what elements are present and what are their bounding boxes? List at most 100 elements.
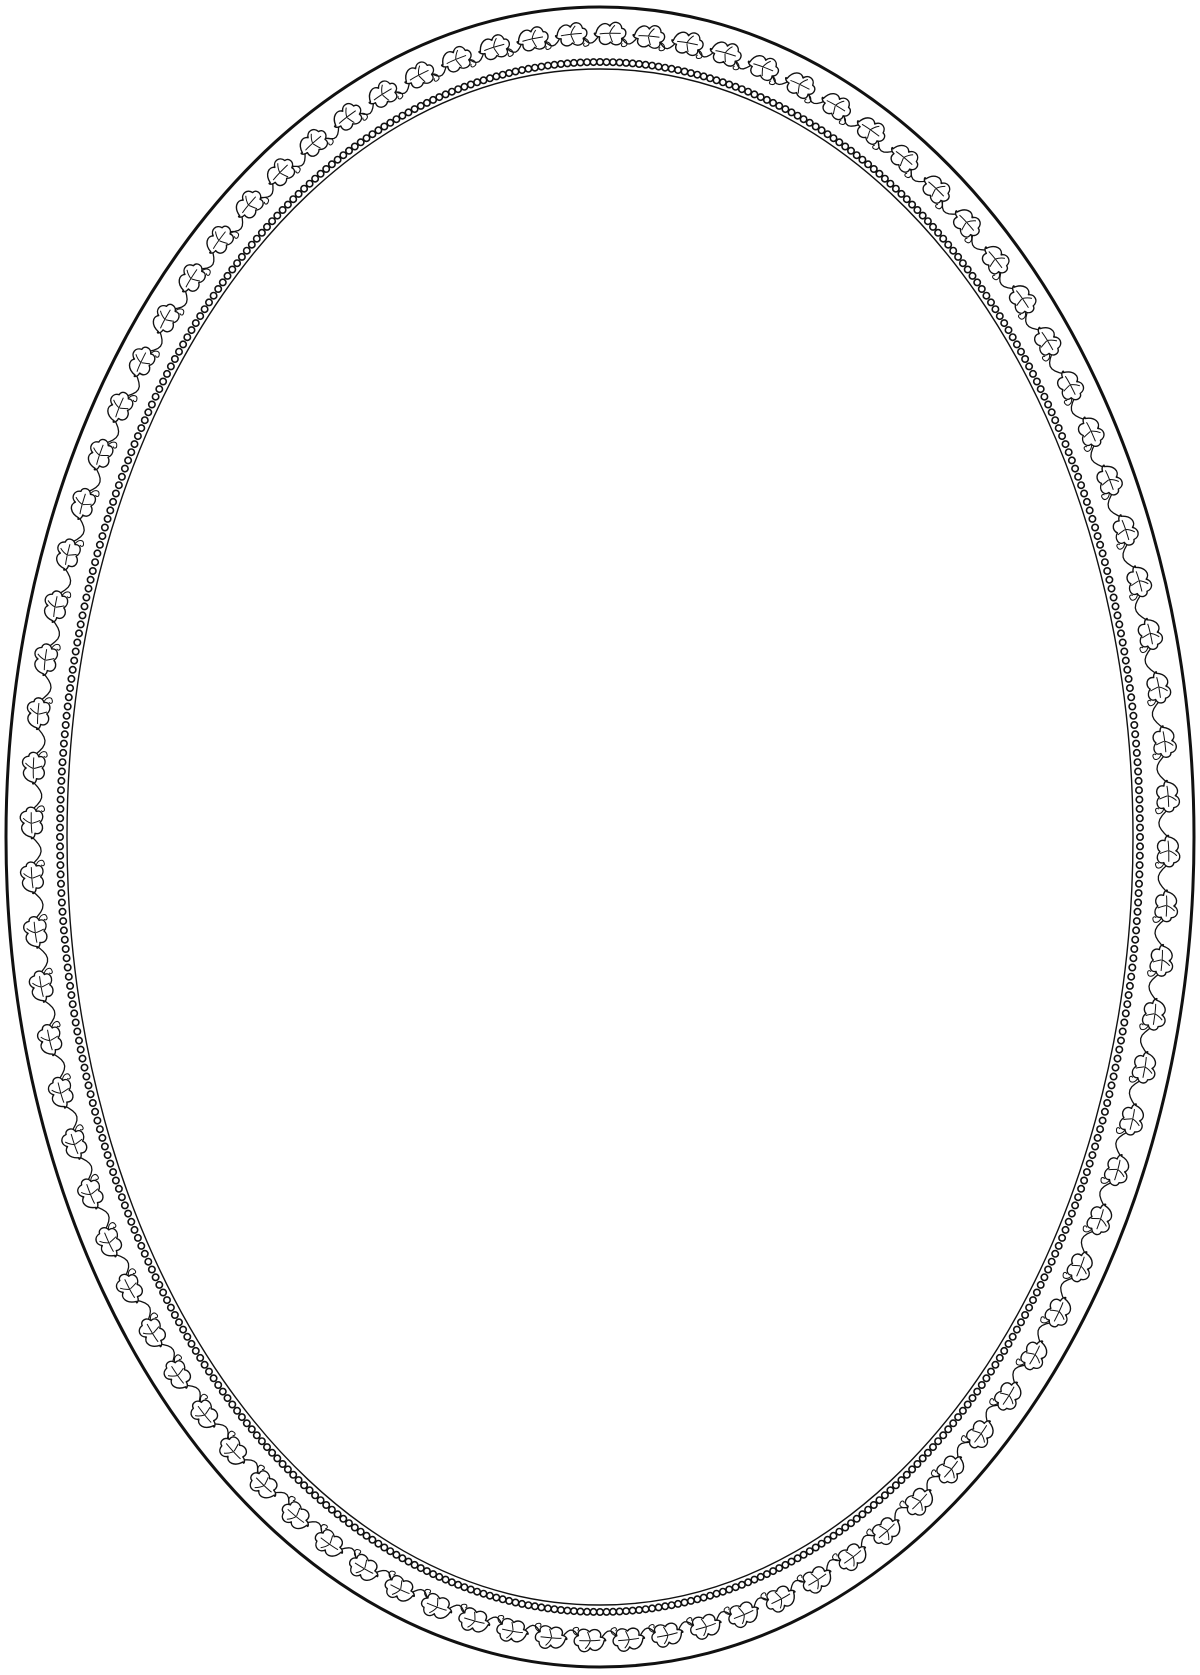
bead-dot — [159, 1288, 168, 1297]
leaf-vein — [808, 1573, 827, 1590]
bead-dot — [187, 326, 196, 335]
bead-dot — [991, 305, 1000, 314]
leaf-ornament — [1126, 565, 1153, 601]
leaf-ornament — [1077, 416, 1105, 452]
bead-dot — [422, 1567, 431, 1576]
bead-dot — [404, 1557, 413, 1566]
bead-dot — [543, 61, 552, 70]
bead-dot — [1061, 1225, 1070, 1234]
leaf-ornament — [931, 1455, 965, 1484]
bead-dot — [886, 179, 895, 188]
bead-dot — [70, 1009, 79, 1018]
bead-dot — [58, 758, 67, 767]
bead-dot — [64, 693, 73, 702]
leaf-vein — [93, 444, 109, 465]
bead-dot — [1051, 416, 1060, 425]
bead-dot — [511, 1598, 520, 1607]
leaf-shape — [420, 1592, 453, 1619]
bead-dot — [170, 1311, 179, 1320]
tendril-curl — [1155, 862, 1165, 869]
leaf-shape — [178, 263, 206, 293]
bead-dot — [144, 408, 153, 417]
tendril-curl — [1063, 398, 1073, 406]
bead-dot — [1021, 1311, 1030, 1320]
bead-dot — [1008, 333, 1017, 342]
leaf-vein — [338, 107, 357, 124]
bead-dot — [166, 1303, 175, 1312]
leaf-vein — [195, 1405, 212, 1423]
leaf-vein — [29, 703, 48, 725]
tendril-curl — [1062, 1271, 1072, 1279]
bead-dot — [923, 1448, 932, 1457]
bead-dot — [524, 1601, 533, 1610]
bead-dot — [392, 115, 401, 124]
bead-dot — [1129, 711, 1138, 720]
bead-dot — [1109, 1072, 1118, 1081]
bead-dot — [973, 1387, 982, 1396]
bead-dot — [793, 1554, 802, 1563]
bead-dot — [311, 174, 320, 183]
bead-dot — [386, 118, 395, 127]
leaf-vein — [113, 397, 129, 418]
leaf-ornament — [723, 1601, 760, 1629]
bead-dot — [934, 1437, 943, 1446]
leaf-ornament — [178, 263, 211, 293]
bead-dot — [1105, 575, 1114, 584]
bead-dot — [963, 1400, 972, 1409]
bead-dot — [316, 169, 325, 178]
leaf-ornament — [554, 22, 590, 47]
bead-dot — [1091, 1142, 1100, 1151]
leaf-vein — [426, 1597, 447, 1614]
bead-dot — [228, 265, 237, 274]
bead-dot — [1117, 1036, 1126, 1045]
bead-dot — [505, 69, 514, 78]
bead-dot — [268, 1448, 277, 1457]
bead-dot — [1004, 326, 1013, 335]
leaf-vein — [272, 163, 289, 181]
tendril-curl — [1152, 753, 1162, 760]
bead-dot — [133, 1233, 142, 1242]
bead-dot — [75, 629, 84, 638]
bead-dot — [1036, 1280, 1045, 1289]
bead-dot — [380, 1543, 389, 1552]
leaf-shape — [1119, 1103, 1145, 1136]
bead-dot — [524, 64, 533, 73]
tendril-curl — [260, 197, 269, 205]
bead-dot — [95, 540, 104, 549]
bead-dot — [59, 739, 68, 748]
bead-dot — [333, 1510, 342, 1519]
bead-dot — [447, 1578, 456, 1587]
leaf-vein — [212, 231, 228, 250]
leaf-vein — [895, 151, 914, 167]
bead-dot — [1132, 917, 1141, 926]
leaf-vein — [1141, 623, 1160, 645]
bead-dot — [550, 1605, 559, 1614]
bead-dot — [1064, 448, 1073, 457]
tendril-curl — [1082, 1225, 1092, 1233]
bead-dot — [1128, 963, 1137, 972]
bead-dot — [1091, 523, 1100, 532]
bead-dot — [563, 59, 572, 68]
bead-dot — [517, 66, 526, 75]
tendril-curl — [648, 1624, 655, 1634]
leaf-ornament — [1152, 725, 1178, 760]
bead-dot — [1032, 377, 1041, 386]
tendril-curl — [1128, 1075, 1139, 1083]
tendril-curl — [583, 37, 590, 47]
bead-dot — [166, 362, 175, 371]
leaf-ornament — [1137, 617, 1164, 653]
bead-dot — [1021, 354, 1030, 363]
leaf-vein — [928, 181, 946, 197]
bead-dot — [817, 126, 826, 135]
leaf-ornament — [1155, 834, 1181, 869]
bead-dot — [344, 146, 353, 155]
bead-dot — [485, 74, 494, 83]
bead-dot — [454, 85, 463, 94]
bead-dot — [61, 720, 70, 729]
bead-dot — [635, 1606, 644, 1615]
leaf-ornament — [1008, 285, 1037, 320]
bead-dot — [582, 58, 591, 67]
bead-dot — [913, 206, 922, 215]
leaf-ornament — [1056, 370, 1085, 406]
